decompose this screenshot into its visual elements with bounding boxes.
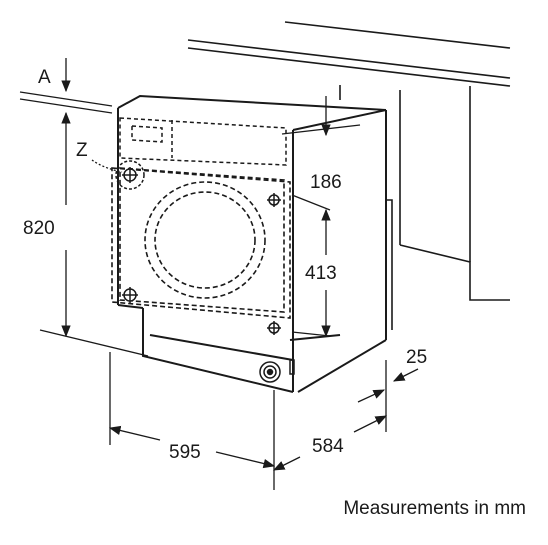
dimension-height: 820: [23, 218, 55, 239]
dimension-offset: 25: [406, 347, 427, 368]
control-panel: [119, 117, 287, 166]
dimension-depth: 584: [312, 436, 344, 457]
z-leader: [91, 159, 123, 173]
drain-knob: [259, 361, 281, 383]
dimension-panel-depth: 186: [310, 172, 342, 193]
floor-lines: [19, 91, 149, 357]
dimension-width: 595: [169, 442, 201, 463]
dimension-lines: [61, 58, 419, 490]
measurement-caption: Measurements in mm: [343, 498, 526, 519]
cabinet-structure: [187, 21, 511, 330]
door: [111, 167, 291, 319]
label-a: A: [38, 67, 51, 88]
dimension-hinge-spacing: 413: [305, 263, 337, 284]
label-z: Z: [76, 140, 88, 161]
hinge-marks: [115, 160, 281, 335]
washing-machine: [117, 94, 387, 393]
